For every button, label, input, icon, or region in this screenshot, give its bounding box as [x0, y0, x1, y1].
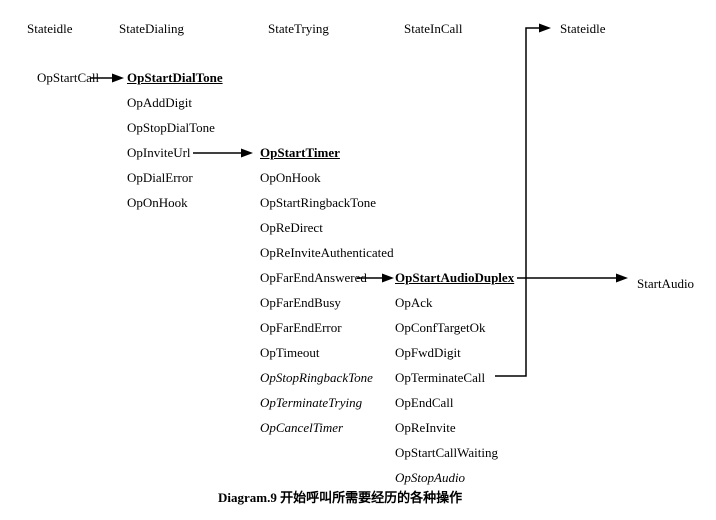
diagram-caption: Diagram.9 开始呼叫所需要经历的各种操作: [218, 490, 463, 505]
column-statedialing-ops: OpStartDialTone OpAddDigit OpStopDialTon…: [127, 65, 223, 215]
op-item: OpFwdDigit: [395, 345, 461, 360]
state-header-statetrying: StateTrying: [268, 21, 329, 36]
arrow-opstartaudioduplex-to-startaudio: [517, 273, 628, 283]
state-header-statedialing: StateDialing: [119, 21, 184, 36]
op-item: OpStopRingbackTone: [260, 370, 373, 385]
arrowhead-icon: [241, 148, 253, 158]
op-item: OpReDirect: [260, 220, 323, 235]
state-header-stateidle-right: Stateidle: [560, 21, 606, 36]
op-item: OpReInviteAuthenticated: [260, 245, 394, 260]
arrowhead-icon: [539, 23, 551, 33]
op-item: OpAddDigit: [127, 95, 192, 110]
op-item: OpDialError: [127, 170, 193, 185]
state-header-stateidle-left: Stateidle: [27, 21, 73, 36]
state-header-stateincall: StateInCall: [404, 21, 463, 36]
op-item: OpReInvite: [395, 420, 456, 435]
op-item: OpStartCallWaiting: [395, 445, 498, 460]
op-item: OpInviteUrl: [127, 145, 191, 160]
op-item: OpTerminateTrying: [260, 395, 363, 410]
op-item: OpStartAudioDuplex: [395, 270, 515, 285]
trigger-op-startcall: OpStartCall: [37, 70, 100, 85]
op-item: OpOnHook: [127, 195, 188, 210]
op-item: OpFarEndError: [260, 320, 342, 335]
result-startaudio: StartAudio: [637, 276, 695, 291]
op-item: OpTerminateCall: [395, 370, 486, 385]
op-item: OpFarEndBusy: [260, 295, 341, 310]
op-item: OpEndCall: [395, 395, 454, 410]
op-item: OpAck: [395, 295, 433, 310]
op-item: OpOnHook: [260, 170, 321, 185]
arrowhead-icon: [616, 273, 628, 283]
op-item: OpStartTimer: [260, 145, 340, 160]
op-item: OpStopAudio: [395, 470, 466, 485]
op-item: OpConfTargetOk: [395, 320, 486, 335]
op-item: OpStartDialTone: [127, 70, 223, 85]
column-statetrying-ops: OpStartTimer OpOnHook OpStartRingbackTon…: [260, 140, 394, 440]
op-item: OpCancelTimer: [260, 420, 344, 435]
op-item: OpTimeout: [260, 345, 320, 360]
op-item: OpFarEndAnswered: [260, 270, 367, 285]
column-stateincall-ops: OpStartAudioDuplex OpAck OpConfTargetOk …: [395, 265, 514, 490]
op-item: OpStartRingbackTone: [260, 195, 377, 210]
arrowhead-icon: [112, 73, 124, 83]
op-item: OpStopDialTone: [127, 120, 215, 135]
